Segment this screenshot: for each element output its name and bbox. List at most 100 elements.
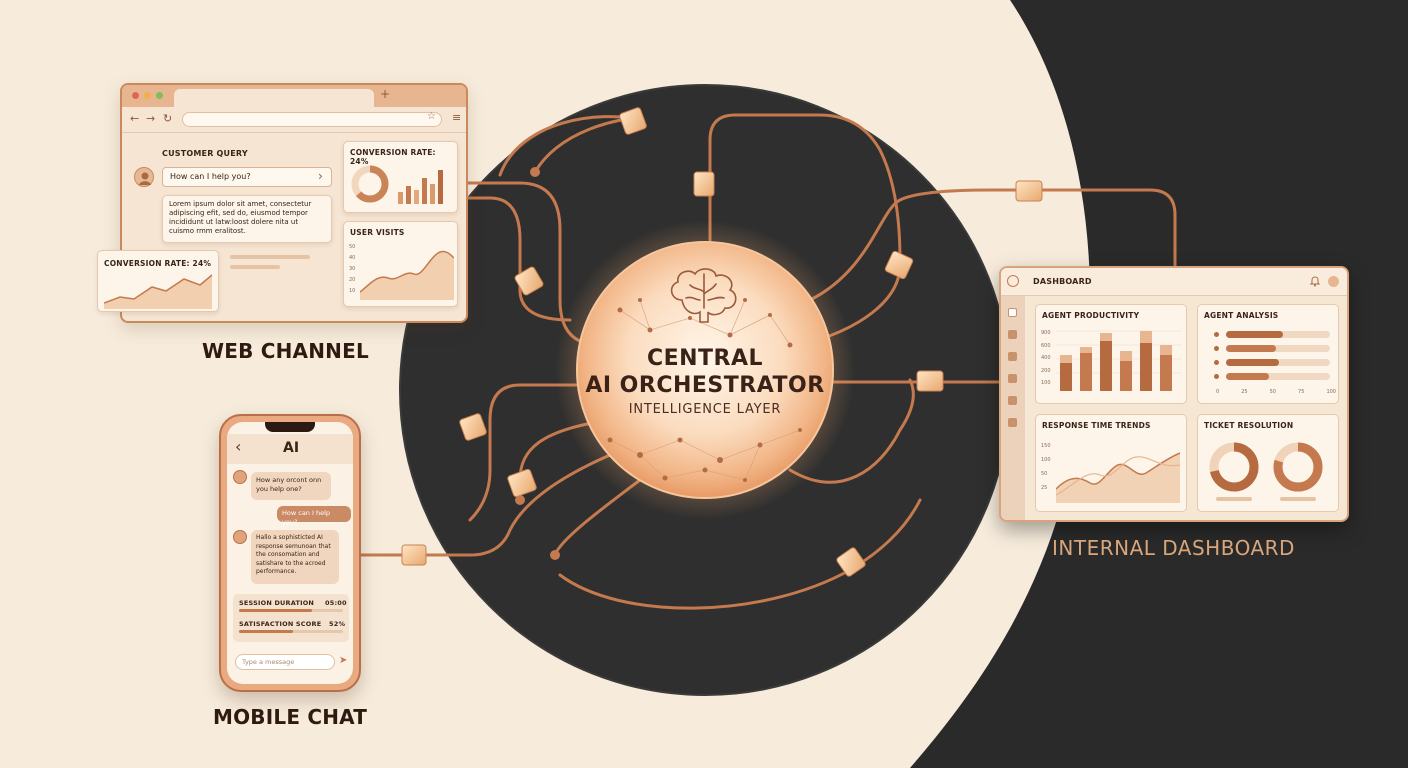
agent-productivity-chart bbox=[1056, 330, 1182, 391]
chat-message-line: the consomation and bbox=[256, 551, 320, 558]
user-visits-chart bbox=[360, 250, 454, 300]
browser-menu-icon[interactable]: ≡ bbox=[452, 111, 462, 124]
analysis-bar-fill bbox=[1226, 373, 1270, 380]
browser-tab[interactable] bbox=[174, 89, 374, 107]
satisfaction-score-fill bbox=[239, 630, 294, 633]
floating-conversion-chart bbox=[104, 274, 213, 309]
analysis-bar-track bbox=[1226, 345, 1330, 352]
response-text-card: Lorem ipsum dolor sit amet, consectetur … bbox=[162, 195, 332, 243]
agent-productivity-label: AGENT PRODUCTIVITY bbox=[1042, 311, 1140, 320]
session-stats-card: SESSION DURATION 05:00 SATISFACTION SCOR… bbox=[233, 594, 349, 642]
tick-label: 100 bbox=[1326, 389, 1336, 395]
tick-label: 600 bbox=[1041, 342, 1051, 349]
analysis-bar-row bbox=[1214, 357, 1330, 371]
browser-toolbar: ← → ↻ ☆ ≡ bbox=[122, 107, 466, 133]
mobile-phone: ‹ AI How any orcont onn you help one? Ho… bbox=[219, 414, 361, 692]
sidebar-item-6[interactable] bbox=[1008, 418, 1017, 427]
sidebar-item-5[interactable] bbox=[1008, 396, 1017, 405]
customer-query-label: CUSTOMER QUERY bbox=[162, 149, 248, 158]
analysis-bar-track bbox=[1226, 359, 1330, 366]
window-close-dot[interactable] bbox=[132, 92, 139, 99]
session-duration-track bbox=[239, 609, 343, 612]
orb bbox=[576, 241, 834, 499]
tick-label: 100 bbox=[1041, 457, 1051, 463]
session-duration-fill bbox=[239, 609, 312, 612]
agent-analysis-card: AGENT ANALYSIS 0 25 50 75 100 bbox=[1197, 304, 1339, 404]
bookmark-star-icon[interactable]: ☆ bbox=[427, 111, 436, 122]
orchestrator-title-line2: AI ORCHESTRATOR bbox=[585, 373, 825, 398]
conversion-rate-card: CONVERSION RATE: 24% bbox=[343, 141, 458, 213]
ticket-resolution-chart bbox=[1209, 442, 1323, 501]
conversion-rate-label: CONVERSION RATE: 24% bbox=[350, 148, 436, 166]
conversion-chart bbox=[351, 165, 443, 204]
placeholder-line bbox=[230, 265, 280, 269]
phone-notch bbox=[265, 422, 315, 432]
chat-message-incoming: How any orcont onn you help one? bbox=[251, 472, 331, 500]
sidebar-item-home[interactable] bbox=[1008, 308, 1017, 317]
chat-message-line: How any orcont onn bbox=[256, 476, 322, 484]
chat-message-line: satishare to the acroed bbox=[256, 559, 326, 567]
tick-label: 50 bbox=[1041, 471, 1048, 477]
reload-icon[interactable]: ↻ bbox=[163, 112, 173, 125]
session-duration-value: 05:00 bbox=[325, 599, 347, 607]
customer-query-text: How can I help you? bbox=[170, 172, 251, 181]
tick-label: 25 bbox=[1041, 485, 1048, 491]
user-avatar[interactable] bbox=[1328, 276, 1339, 287]
analysis-bar-marker bbox=[1214, 332, 1219, 337]
analysis-bar-row bbox=[1214, 329, 1330, 343]
tick-label: 50 bbox=[349, 244, 356, 250]
bell-icon[interactable] bbox=[1309, 275, 1321, 287]
response-ticks: 150 100 50 25 bbox=[1041, 439, 1051, 495]
chat-header: ‹ AI bbox=[227, 434, 353, 464]
window-maximize-dot[interactable] bbox=[156, 92, 163, 99]
orb-nodes bbox=[607, 298, 802, 482]
chat-title: AI bbox=[283, 440, 300, 456]
session-duration-label: SESSION DURATION bbox=[239, 599, 315, 607]
address-bar[interactable] bbox=[182, 112, 442, 127]
chat-message-incoming: Hallo a sophisticted AI response semunoa… bbox=[251, 530, 339, 584]
sidebar-item-3[interactable] bbox=[1008, 352, 1017, 361]
internal-dashboard-window: DASHBOARD AGENT PRODUCTIVITY 900 600 400… bbox=[999, 266, 1349, 522]
user-visits-ticks: 50 40 30 20 10 bbox=[349, 242, 355, 297]
user-visits-label: USER VISITS bbox=[350, 228, 405, 237]
customer-avatar bbox=[134, 167, 154, 187]
lorem-line-1: Lorem ipsum dolor sit amet, consectetur bbox=[169, 200, 312, 208]
message-input-placeholder: Type a message bbox=[242, 658, 295, 666]
chat-message-line: How can I help you? bbox=[282, 509, 331, 526]
tick-label: 30 bbox=[349, 266, 356, 272]
chat-message-line: Hallo a sophisticted AI bbox=[256, 534, 323, 541]
floating-conversion-card: CONVERSION RATE: 24% bbox=[97, 250, 219, 312]
dashboard-sidebar bbox=[1001, 296, 1025, 520]
floating-conversion-label: CONVERSION RATE: 24% bbox=[104, 259, 212, 268]
wire-end-dots bbox=[515, 167, 560, 560]
mobile-chat-label: MOBILE CHAT bbox=[213, 705, 368, 729]
satisfaction-score-track bbox=[239, 630, 343, 633]
tick-label: 400 bbox=[1041, 355, 1051, 361]
ticket-resolution-card: TICKET RESOLUTION bbox=[1197, 414, 1339, 512]
analysis-bar-track bbox=[1226, 373, 1330, 380]
placeholder-line bbox=[230, 255, 310, 259]
connector-chips bbox=[401, 107, 1043, 577]
send-icon[interactable]: ➤ bbox=[339, 655, 348, 666]
customer-query-field[interactable]: How can I help you? › bbox=[162, 167, 332, 187]
window-minimize-dot[interactable] bbox=[144, 92, 151, 99]
back-arrow-icon[interactable]: ← bbox=[130, 112, 140, 125]
forward-arrow-icon[interactable]: → bbox=[146, 112, 156, 125]
sidebar-item-2[interactable] bbox=[1008, 330, 1017, 339]
message-input[interactable]: Type a message bbox=[235, 654, 335, 670]
phone-screen: ‹ AI How any orcont onn you help one? Ho… bbox=[227, 422, 353, 684]
dashboard-logo-icon bbox=[1007, 275, 1019, 287]
agent-productivity-card: AGENT PRODUCTIVITY 900 600 400 200 100 bbox=[1035, 304, 1187, 404]
new-tab-icon[interactable]: + bbox=[380, 87, 391, 101]
ticket-resolution-label: TICKET RESOLUTION bbox=[1204, 421, 1294, 430]
tick-label: 200 bbox=[1041, 367, 1051, 374]
back-chevron-icon[interactable]: ‹ bbox=[235, 437, 242, 456]
response-time-chart bbox=[1056, 452, 1180, 503]
dashboard-header: DASHBOARD bbox=[1001, 268, 1347, 296]
analysis-bar-fill bbox=[1226, 331, 1284, 338]
internal-dashboard-label: INTERNAL DASHBOARD bbox=[1052, 536, 1295, 560]
satisfaction-score-label: SATISFACTION SCORE bbox=[239, 620, 322, 628]
sidebar-item-4[interactable] bbox=[1008, 374, 1017, 383]
brain-icon bbox=[670, 268, 737, 323]
response-time-label: RESPONSE TIME TRENDS bbox=[1042, 421, 1151, 430]
